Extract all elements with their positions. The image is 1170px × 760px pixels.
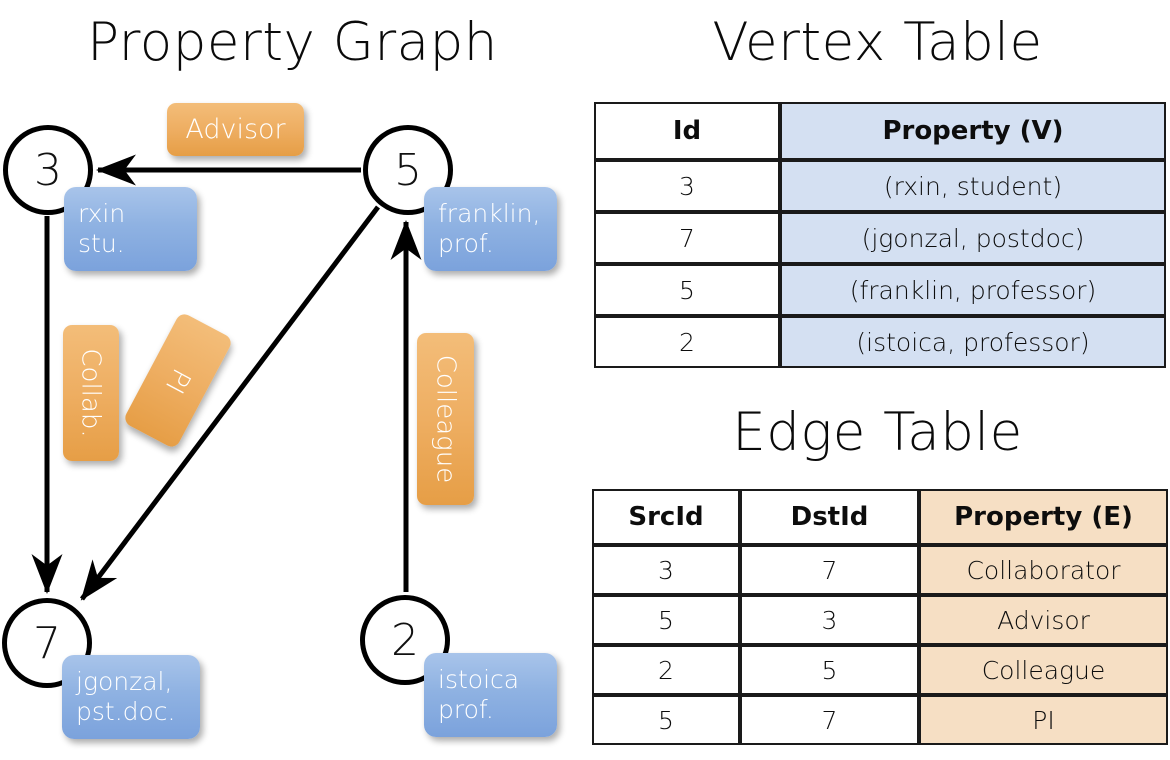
cell-srcid: 5 xyxy=(592,595,740,645)
edge-label-colleague: Colleague xyxy=(417,333,474,505)
edge-label-text: PI xyxy=(159,363,197,398)
table-row[interactable]: 3 (rxin, student) xyxy=(594,160,1166,212)
page-title-property-graph: Property Graph xyxy=(87,12,498,73)
cell-property: (istoica, professor) xyxy=(780,316,1166,368)
table-header-row: Id Property (V) xyxy=(594,102,1166,160)
graph-node-5[interactable]: 5 xyxy=(363,125,453,215)
edge-label-text: Colleague xyxy=(430,354,461,484)
node-property-box-7: jgonzal, pst.doc. xyxy=(62,655,200,739)
node-property-line: istoica xyxy=(438,665,520,694)
edge-label-text: Collab. xyxy=(76,348,106,438)
page-title-edge-table: Edge Table xyxy=(732,402,1023,463)
cell-id: 5 xyxy=(594,264,780,316)
node-property-line: pst.doc. xyxy=(76,696,176,726)
table-header-row: SrcId DstId Property (E) xyxy=(592,489,1168,545)
table-row[interactable]: 5 7 PI xyxy=(592,695,1168,745)
cell-property: (jgonzal, postdoc) xyxy=(780,212,1166,264)
node-property-line: franklin, xyxy=(438,199,541,228)
edge-table: SrcId DstId Property (E) 3 7 Collaborato… xyxy=(592,489,1168,745)
node-label: 3 xyxy=(34,144,62,196)
table-row[interactable]: 5 3 Advisor xyxy=(592,595,1168,645)
cell-dstid: 7 xyxy=(740,695,919,745)
table-row[interactable]: 2 5 Colleague xyxy=(592,645,1168,695)
cell-property: Colleague xyxy=(919,645,1168,695)
column-header-dstid: DstId xyxy=(740,489,919,545)
cell-dstid: 7 xyxy=(740,545,919,595)
cell-property: PI xyxy=(919,695,1168,745)
node-property-line: jgonzal, xyxy=(76,667,173,696)
cell-srcid: 3 xyxy=(592,545,740,595)
column-header-id: Id xyxy=(594,102,780,160)
cell-id: 2 xyxy=(594,316,780,368)
node-property-box-5: franklin, prof. xyxy=(424,187,557,271)
node-property-box-2: istoica prof. xyxy=(424,653,557,737)
vertex-table: Id Property (V) 3 (rxin, student) 7 (jgo… xyxy=(594,102,1166,368)
column-header-property-v: Property (V) xyxy=(780,102,1166,160)
cell-dstid: 5 xyxy=(740,645,919,695)
graph-node-2[interactable]: 2 xyxy=(360,595,450,685)
node-property-line: prof. xyxy=(438,228,494,258)
cell-id: 7 xyxy=(594,212,780,264)
node-property-line: stu. xyxy=(78,228,125,258)
cell-id: 3 xyxy=(594,160,780,212)
edge-label-advisor: Advisor xyxy=(167,103,304,156)
cell-srcid: 2 xyxy=(592,645,740,695)
node-label: 5 xyxy=(394,144,422,196)
cell-dstid: 3 xyxy=(740,595,919,645)
node-property-line: prof. xyxy=(438,694,494,724)
cell-srcid: 5 xyxy=(592,695,740,745)
table-row[interactable]: 7 (jgonzal, postdoc) xyxy=(594,212,1166,264)
edge-5-to-7-pi xyxy=(80,205,380,601)
column-header-property-e: Property (E) xyxy=(919,489,1168,545)
cell-property: Advisor xyxy=(919,595,1168,645)
cell-property: (rxin, student) xyxy=(780,160,1166,212)
node-property-box-3: rxin stu. xyxy=(64,187,197,271)
node-label: 2 xyxy=(391,614,419,666)
column-header-srcid: SrcId xyxy=(592,489,740,545)
node-label: 7 xyxy=(33,617,61,669)
table-row[interactable]: 5 (franklin, professor) xyxy=(594,264,1166,316)
table-row[interactable]: 3 7 Collaborator xyxy=(592,545,1168,595)
node-property-line: rxin xyxy=(78,199,126,228)
edge-label-text: Advisor xyxy=(185,114,286,145)
edge-label-collaborator: Collab. xyxy=(63,325,119,461)
property-graph-diagram: 3 5 7 2 rxin stu. franklin, prof. jgonza… xyxy=(2,103,557,739)
graph-edges-layer xyxy=(31,154,422,601)
cell-property: (franklin, professor) xyxy=(780,264,1166,316)
table-row[interactable]: 2 (istoica, professor) xyxy=(594,316,1166,368)
cell-property: Collaborator xyxy=(919,545,1168,595)
page-title-vertex-table: Vertex Table xyxy=(712,12,1043,73)
